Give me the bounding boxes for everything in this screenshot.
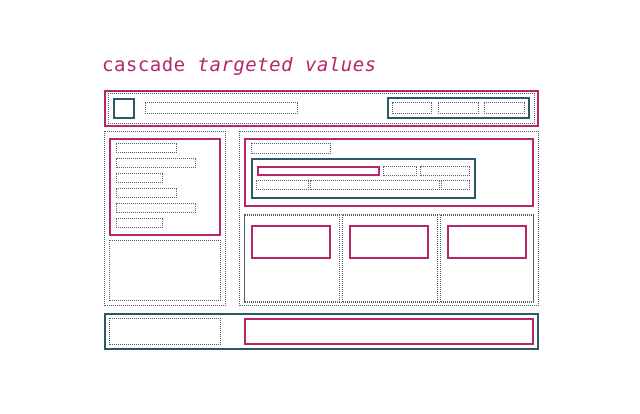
- title-cascade: cascade: [102, 54, 186, 76]
- footer-right-target: [244, 318, 534, 345]
- card-3-target: [447, 225, 527, 259]
- hero-form-group: [251, 158, 476, 199]
- nav-item-1: [392, 102, 432, 114]
- sidebar-line-4: [116, 188, 177, 198]
- card-2-target: [349, 225, 429, 259]
- header-bar: [104, 90, 539, 127]
- sidebar-lower-panel: [109, 240, 221, 301]
- nav-item-2: [438, 102, 479, 114]
- hero-field-2: [383, 166, 417, 176]
- card-1-target: [251, 225, 331, 259]
- hero-row-2-cell-3: [441, 180, 470, 190]
- footer-bar: [104, 313, 539, 350]
- sidebar-line-2: [116, 158, 196, 168]
- card-2: [342, 215, 438, 302]
- footer-left-block: [109, 318, 221, 345]
- main-column: [239, 131, 539, 306]
- hero-row-2-cell-2: [310, 180, 440, 190]
- hero-row-2-cell-1: [256, 180, 309, 190]
- hero-input-field: [257, 166, 380, 176]
- card-1: [244, 215, 340, 302]
- logo-box: [113, 98, 135, 119]
- hero-field-3: [420, 166, 470, 176]
- hero-heading-line: [251, 143, 331, 154]
- sidebar-line-6: [116, 218, 163, 228]
- title-targeted-values: targeted values: [197, 54, 377, 76]
- sidebar-line-5: [116, 203, 196, 213]
- header-nav-group: [387, 97, 530, 119]
- card-3: [440, 215, 534, 302]
- header-inner: [108, 93, 535, 124]
- main-hero-box: [244, 138, 534, 207]
- header-search-bar: [145, 102, 298, 114]
- sidebar-line-3: [116, 173, 163, 183]
- nav-item-3: [484, 102, 525, 114]
- sidebar-column: [104, 131, 226, 306]
- sidebar-menu-box: [109, 138, 221, 236]
- sidebar-line-1: [116, 143, 177, 153]
- diagram-title: cascade targeted values: [102, 54, 377, 76]
